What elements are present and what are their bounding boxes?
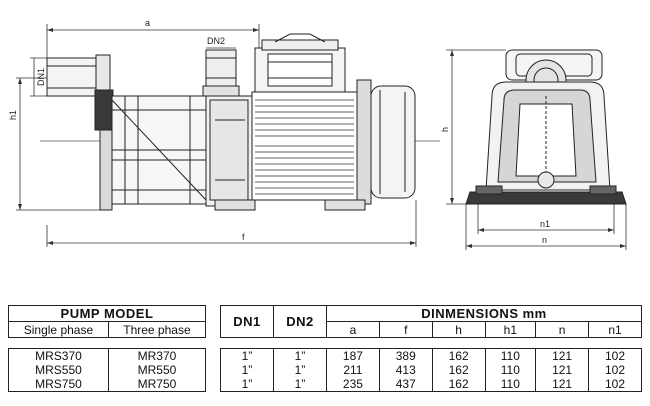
pump-front-view — [465, 49, 627, 205]
cell-h1: 110 — [484, 348, 537, 363]
dimension-label-f: f — [242, 232, 245, 242]
table-row: MRS370 MR370 — [8, 348, 207, 363]
cell-n1: 102 — [588, 377, 642, 392]
pump-side-view — [40, 33, 440, 211]
cell-h: 162 — [431, 363, 486, 377]
model-single-phase: MRS550 — [8, 363, 109, 377]
cell-h: 162 — [431, 377, 486, 392]
cell-h: 162 — [431, 348, 486, 363]
cell-a: 187 — [326, 348, 380, 363]
cell-a: 211 — [326, 363, 380, 377]
table-spacer — [220, 337, 642, 349]
column-a: a — [326, 321, 380, 338]
column-f: f — [378, 321, 433, 338]
dimension-label-dn2: DN2 — [207, 36, 225, 46]
model-single-phase: MRS750 — [8, 377, 109, 392]
table-spacer — [8, 337, 206, 349]
model-single-phase: MRS370 — [8, 348, 109, 363]
column-n: n — [535, 321, 589, 338]
cell-dn1: 1” — [220, 348, 274, 363]
cell-n: 121 — [535, 377, 589, 392]
pump-technical-drawing: a DN2 DN1 h1 f — [8, 18, 627, 250]
cell-h1: 110 — [484, 377, 537, 392]
column-single-phase: Single phase — [8, 321, 109, 338]
dimensions-title: DINMENSIONS mm — [326, 305, 642, 322]
column-dn2: DN2 — [273, 305, 327, 338]
column-three-phase: Three phase — [107, 321, 207, 338]
front-view-arrows — [450, 50, 626, 248]
model-three-phase: MR750 — [107, 377, 207, 392]
cell-h1: 110 — [484, 363, 537, 377]
cell-dn2: 1” — [273, 348, 327, 363]
table-row: 1” 1” 211 413 162 110 121 102 — [220, 363, 642, 377]
dimension-label-a: a — [145, 18, 150, 28]
cell-n1: 102 — [588, 348, 642, 363]
column-h1: h1 — [484, 321, 537, 338]
cell-a: 235 — [326, 377, 380, 392]
cell-n: 121 — [535, 348, 589, 363]
cell-f: 413 — [378, 363, 433, 377]
cell-dn2: 1” — [273, 377, 327, 392]
cell-dn2: 1” — [273, 363, 327, 377]
table-row: 1” 1” 235 437 162 110 121 102 — [220, 377, 642, 392]
cell-f: 389 — [378, 348, 433, 363]
column-h: h — [431, 321, 486, 338]
dimension-label-n1: n1 — [540, 219, 550, 229]
column-n1: n1 — [588, 321, 642, 338]
side-view-dimensions — [16, 24, 417, 247]
table-row: MRS750 MR750 — [8, 377, 207, 392]
dimension-label-n: n — [542, 235, 547, 245]
column-dn1: DN1 — [220, 305, 274, 338]
cell-n1: 102 — [588, 363, 642, 377]
front-view-dimensions — [446, 49, 627, 250]
dimension-label-dn1: DN1 — [36, 68, 46, 86]
cell-f: 437 — [378, 377, 433, 392]
dimension-label-h: h — [440, 127, 450, 132]
table-row: MRS550 MR550 — [8, 363, 207, 377]
cell-dn1: 1” — [220, 377, 274, 392]
model-three-phase: MR370 — [107, 348, 207, 363]
pump-model-table: PUMP MODEL Single phase Three phase MRS3… — [8, 305, 207, 392]
pump-model-title: PUMP MODEL — [8, 305, 206, 322]
side-view-arrows — [18, 28, 416, 245]
cell-n: 121 — [535, 363, 589, 377]
dimensions-table: DN1 DN2 DINMENSIONS mm a f h h1 n n1 1” … — [220, 305, 642, 392]
model-three-phase: MR550 — [107, 363, 207, 377]
dimension-label-h1: h1 — [8, 110, 18, 120]
cell-dn1: 1” — [220, 363, 274, 377]
table-row: 1” 1” 187 389 162 110 121 102 — [220, 348, 642, 363]
